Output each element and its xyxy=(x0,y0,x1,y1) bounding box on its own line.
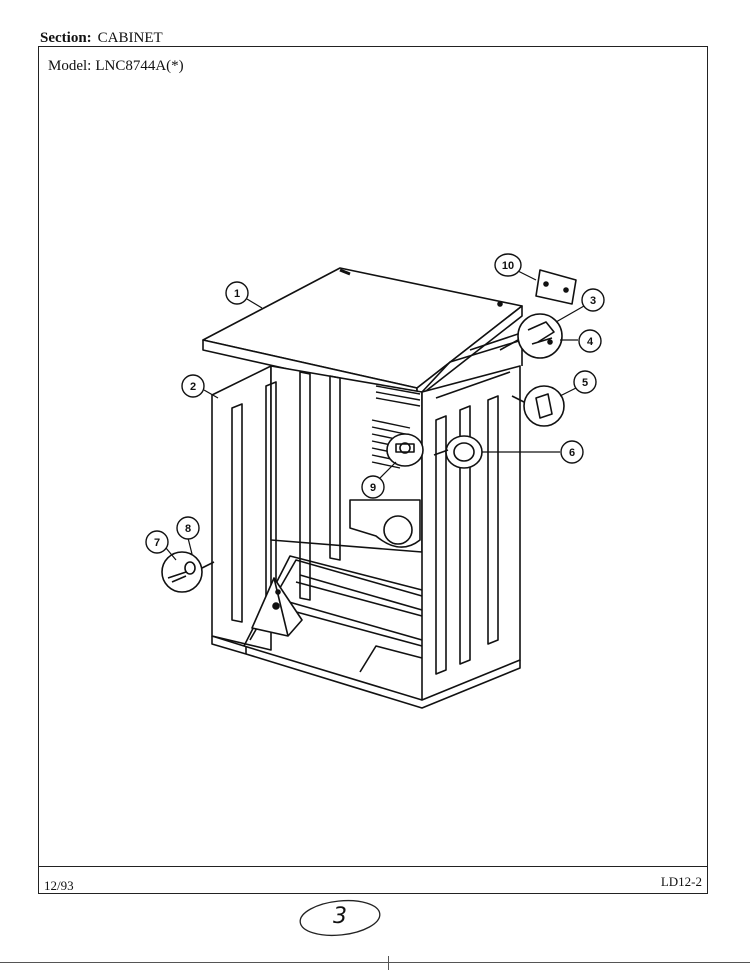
callout-3: 3 xyxy=(581,288,605,312)
callout-2: 2 xyxy=(181,374,205,398)
model-value: LNC8744A(*) xyxy=(95,58,184,74)
callout-label: 6 xyxy=(569,447,575,459)
model-title: Model:LNC8744A(*) xyxy=(48,58,184,75)
page-number: 3 xyxy=(333,904,347,929)
scan-edge-line xyxy=(0,962,750,963)
callout-label: 7 xyxy=(154,537,160,549)
footer-divider xyxy=(38,866,708,867)
callout-10: 10 xyxy=(494,253,522,277)
page-number-stamp: 3 xyxy=(298,898,382,938)
callout-label: 8 xyxy=(185,523,191,535)
footer-date: 12/93 xyxy=(44,878,74,893)
callout-7: 7 xyxy=(145,530,169,554)
callout-6: 6 xyxy=(560,440,584,464)
section-title: Section: CABINET xyxy=(40,30,163,47)
model-label: Model: xyxy=(48,58,92,74)
callout-label: 2 xyxy=(190,381,196,393)
diagram-frame xyxy=(38,46,708,894)
corner-brace xyxy=(251,577,303,637)
leveling-leg-detail xyxy=(161,551,215,593)
section-value: CABINET xyxy=(97,30,163,46)
callout-label: 5 xyxy=(582,377,588,389)
bracket-plate xyxy=(535,269,577,305)
cabinet-body xyxy=(211,339,523,709)
footer-code: LD12-2 xyxy=(660,874,702,889)
callout-1: 1 xyxy=(225,281,249,305)
section-label: Section: xyxy=(40,30,92,46)
callout-label: 10 xyxy=(502,260,514,272)
hinge-bracket-detail xyxy=(469,313,563,359)
callout-4: 4 xyxy=(578,329,602,353)
callout-8: 8 xyxy=(176,516,200,540)
callout-9: 9 xyxy=(361,475,385,499)
callout-label: 9 xyxy=(370,482,376,494)
grommet-detail xyxy=(433,435,483,469)
callout-5: 5 xyxy=(573,370,597,394)
callout-label: 1 xyxy=(234,288,240,300)
callout-label: 3 xyxy=(590,295,596,307)
clip-detail xyxy=(511,385,565,427)
callout-label: 4 xyxy=(587,336,594,348)
inlet-detail xyxy=(386,433,424,467)
page-number-oval xyxy=(299,899,381,937)
scan-tick xyxy=(388,956,389,970)
